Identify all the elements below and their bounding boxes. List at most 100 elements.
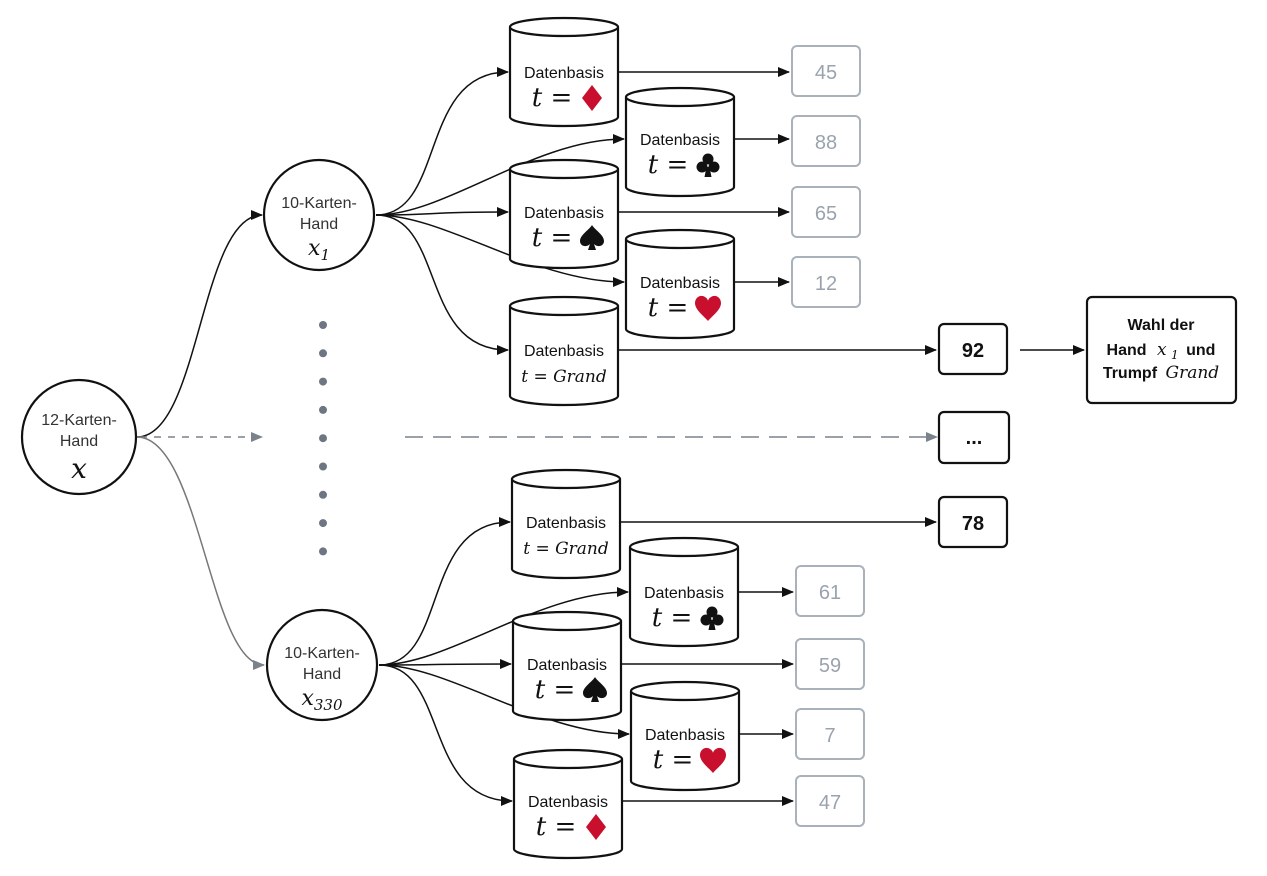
root-label-line1: 12-Karten- (41, 412, 117, 429)
spade-icon (580, 225, 604, 250)
score-value: 78 (962, 513, 984, 535)
club-icon (700, 606, 724, 630)
ellipsis-dot (319, 377, 327, 386)
trump-equation: t = (653, 745, 694, 775)
score-box: 45 (791, 45, 861, 97)
trump-equation: t = (648, 293, 689, 323)
ellipsis-score-box: ... (937, 410, 1011, 465)
database-label: Datenbasis (524, 343, 604, 360)
database-grand[interactable]: Datenbasis t = Grand (510, 468, 622, 580)
edge-hand-to-database (375, 214, 625, 287)
score-value: 59 (819, 655, 841, 677)
database-label: Datenbasis (524, 65, 604, 82)
score-box: 61 (795, 565, 865, 617)
hand-label-line2: Hand (303, 666, 341, 683)
edge-hand-to-database (378, 517, 511, 666)
edge-root-to-x330 (136, 436, 265, 670)
trump-equation: t = (648, 150, 689, 180)
edge-hand-to-database (375, 207, 509, 218)
ellipsis-dot (319, 434, 327, 443)
root-label-line2: Hand (60, 433, 98, 450)
edge-hand-to-database (378, 664, 513, 806)
trump-equation: t = (535, 675, 576, 705)
diamond-icon (582, 85, 602, 111)
score-value: 7 (824, 725, 835, 747)
heart-icon (700, 747, 726, 773)
database-label: Datenbasis (645, 727, 725, 744)
diamond-icon (586, 814, 606, 840)
edge-hand-to-database (378, 659, 512, 670)
edge-hand-to-database (375, 67, 509, 216)
ellipsis-dot (319, 321, 327, 329)
result-line1: Wahl der (1128, 317, 1195, 334)
ellipsis-dot (319, 490, 327, 499)
database-label: Datenbasis (527, 657, 607, 674)
ellipsis-dot (319, 405, 327, 414)
score-box: 88 (791, 115, 861, 167)
score-value: 88 (815, 132, 837, 154)
edge-root-to-x1 (136, 210, 263, 438)
heart-icon (695, 295, 721, 321)
score-box: 7 (795, 708, 865, 760)
edge-hand-to-database (375, 134, 625, 216)
spade-icon (583, 677, 607, 702)
ellipsis-label: ... (966, 427, 983, 449)
edge-hand-to-database (378, 587, 629, 666)
score-value: 61 (819, 582, 841, 604)
result-line3: Trumpf Grand (1103, 363, 1219, 383)
root-edges (136, 210, 938, 670)
score-box: 65 (791, 186, 861, 238)
ellipsis-dot (319, 519, 327, 528)
club-icon (696, 153, 720, 177)
database-grand[interactable]: Datenbasis t = Grand (508, 295, 620, 407)
score-box: 12 (791, 256, 861, 308)
database-label: Datenbasis (528, 794, 608, 811)
ellipsis-dot (319, 349, 327, 358)
edge-hand-to-database (375, 214, 509, 355)
hand-label-line2: Hand (300, 216, 338, 233)
score-value: 65 (815, 203, 837, 225)
trump-equation: t = (532, 83, 573, 113)
trump-equation: t = (536, 812, 577, 842)
database-label: Datenbasis (640, 132, 720, 149)
edge-hand-to-database (378, 664, 630, 739)
trump-equation: t = (652, 603, 693, 633)
score-value: 92 (962, 340, 984, 362)
database-label: Datenbasis (526, 515, 606, 532)
hand-node-top[interactable]: 10-Karten- Hand x1 (262, 158, 376, 272)
score-box: 59 (795, 638, 865, 690)
vertical-ellipsis (319, 321, 327, 556)
root-variable: x (71, 452, 87, 485)
score-box: 92 (937, 322, 1009, 376)
result-line2: Hand x 1 und (1107, 340, 1216, 363)
score-value: 45 (815, 62, 837, 84)
trump-equation: t = Grand (521, 367, 607, 387)
hand-variable: x330 (301, 686, 343, 714)
trump-equation: t = Grand (523, 539, 609, 559)
ellipsis-dot (319, 547, 327, 556)
hand-node-bottom[interactable]: 10-Karten- Hand x330 (265, 608, 379, 722)
hand-variable: x1 (308, 236, 330, 264)
score-value: 12 (815, 273, 837, 295)
result-box: Wahl der Hand x 1 und Trumpf Grand (1085, 295, 1238, 405)
hand-label-line1: 10-Karten- (284, 645, 360, 662)
grand-label: Grand (555, 539, 609, 559)
trump-equation: t = (532, 223, 573, 253)
grand-label: Grand (553, 367, 607, 387)
ellipsis-dot (319, 462, 327, 471)
hand-label-line1: 10-Karten- (281, 195, 357, 212)
database-label: Datenbasis (644, 585, 724, 602)
score-box: 47 (795, 775, 865, 827)
root-hand-node[interactable]: 12-Karten- Hand x (20, 378, 138, 496)
